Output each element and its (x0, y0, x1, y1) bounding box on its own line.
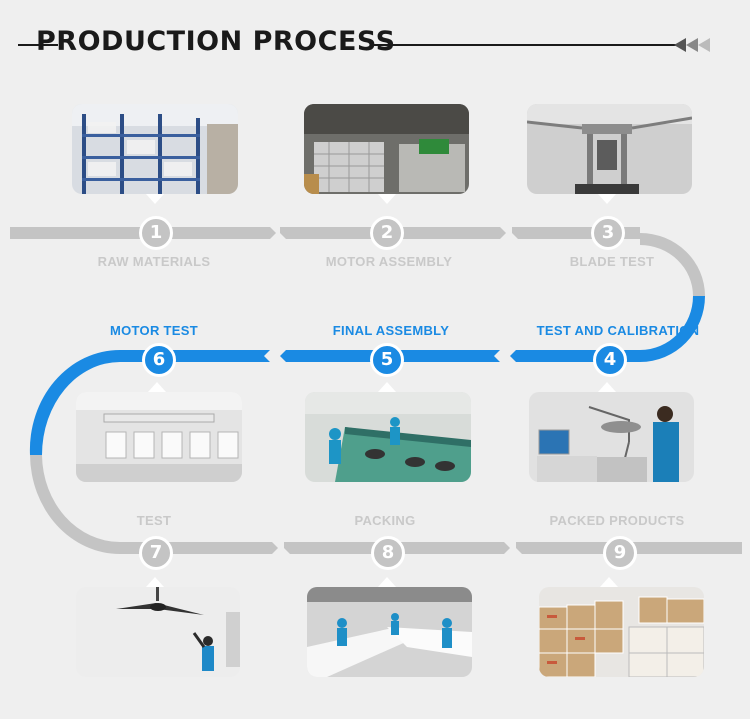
packing-line-photo (307, 587, 472, 677)
pointer-triangle (600, 577, 618, 587)
step-label-7: TEST (136, 513, 172, 528)
blade-test-machine-photo (527, 104, 692, 194)
step-label-2: MOTOR ASSEMBLY (325, 254, 453, 269)
assembly-line-photo (305, 392, 471, 482)
pointer-triangle (378, 382, 396, 392)
track-right-curve-gray (640, 233, 705, 296)
step-number-9: 9 (603, 536, 637, 570)
pointer-triangle (378, 577, 396, 587)
chevron-left-icon (674, 38, 686, 52)
step-label-8: PACKING (354, 513, 416, 528)
step-label-3: BLADE TEST (569, 254, 655, 269)
step-number-6: 6 (142, 343, 176, 377)
page-title: PRODUCTION PROCESS (36, 26, 396, 57)
step-number-8: 8 (371, 536, 405, 570)
step-number-2: 2 (370, 216, 404, 250)
motor-parts-bins-photo (304, 104, 469, 194)
step-number-3: 3 (591, 216, 625, 250)
ceiling-fan-test-photo (76, 587, 240, 677)
title-rule-left (18, 44, 58, 46)
track-left-curve-gray (30, 455, 120, 554)
step-label-4: TEST AND CALIBRATION (536, 323, 700, 338)
pointer-triangle (378, 194, 396, 204)
step-number-7: 7 (139, 536, 173, 570)
warehouse-shelves-photo (72, 104, 238, 194)
chevron-left-icon (698, 38, 710, 52)
track-left-curve-blue (29, 349, 120, 455)
step-label-6: MOTOR TEST (110, 323, 198, 338)
motor-test-rack-photo (76, 392, 242, 482)
title-rule-right (372, 44, 676, 46)
step-label-9: PACKED PRODUCTS (549, 513, 685, 528)
packed-boxes-photo (539, 587, 704, 677)
pointer-triangle (598, 194, 616, 204)
step-number-1: 1 (139, 216, 173, 250)
pointer-triangle (598, 382, 616, 392)
chevron-left-icon (686, 38, 698, 52)
step-label-1: RAW MATERIALS (97, 254, 211, 269)
track-right-curve-blue (640, 296, 705, 362)
pointer-triangle (148, 382, 166, 392)
step-label-5: FINAL ASSEMBLY (332, 323, 450, 338)
pointer-triangle (146, 577, 164, 587)
calibration-lab-photo (529, 392, 694, 482)
step-number-5: 5 (370, 343, 404, 377)
step-number-4: 4 (593, 343, 627, 377)
pointer-triangle (146, 194, 164, 204)
